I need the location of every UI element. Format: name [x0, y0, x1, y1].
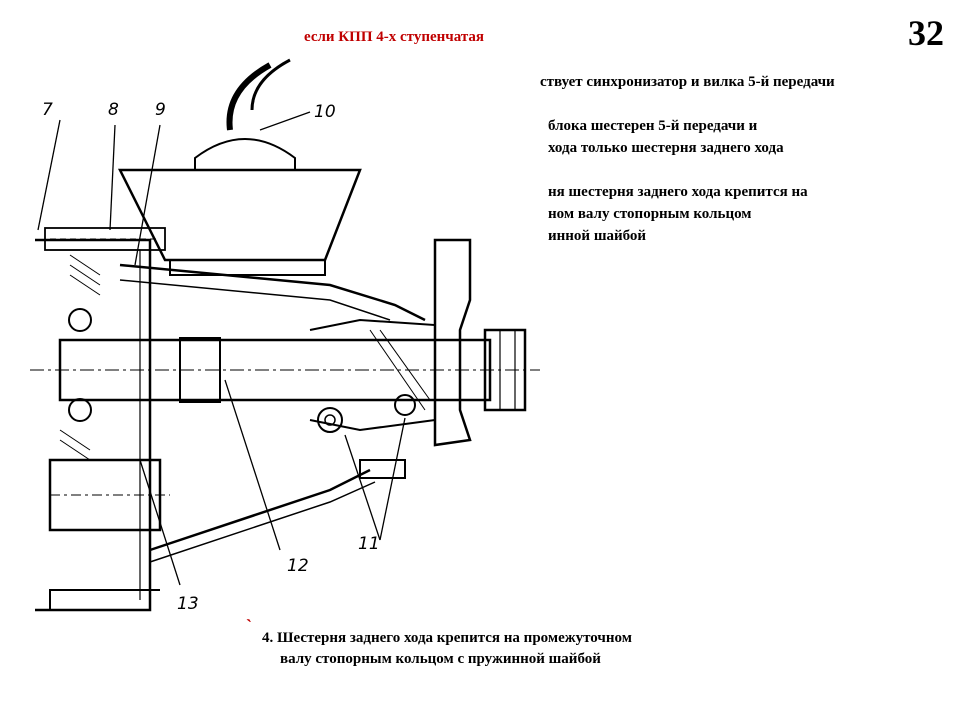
- callout-11: 11: [358, 534, 380, 554]
- text-line-5: ном валу стопорным кольцом: [548, 206, 752, 222]
- bottom-note-line-2: валу стопорным кольцом с пружинной шайбо…: [280, 651, 601, 667]
- text-line-2: блока шестерен 5-й передачи и: [548, 118, 758, 134]
- text-line-3: хода только шестерня заднего хода: [548, 140, 784, 156]
- callout-13: 13: [177, 594, 199, 614]
- page-number: 32: [908, 13, 944, 53]
- callout-8: 8: [108, 100, 119, 120]
- bottom-note: 4. Шестерня заднего хода крепится на про…: [262, 628, 632, 670]
- callout-9: 9: [155, 100, 166, 120]
- text-line-1: ствует синхронизатор и вилка 5-й передач…: [540, 74, 835, 90]
- red-tick-mark: `: [246, 616, 252, 636]
- callout-12: 12: [287, 556, 309, 576]
- callout-7: 7: [42, 100, 53, 120]
- text-line-4: ня шестерня заднего хода крепится на: [548, 184, 808, 200]
- gearbox-diagram: [30, 58, 540, 612]
- callout-10: 10: [314, 102, 336, 122]
- text-line-6: инной шайбой: [548, 228, 647, 244]
- bottom-note-line-1: 4. Шестерня заднего хода крепится на про…: [262, 630, 632, 646]
- slide-heading: если КПП 4-х ступенчатая: [304, 29, 485, 45]
